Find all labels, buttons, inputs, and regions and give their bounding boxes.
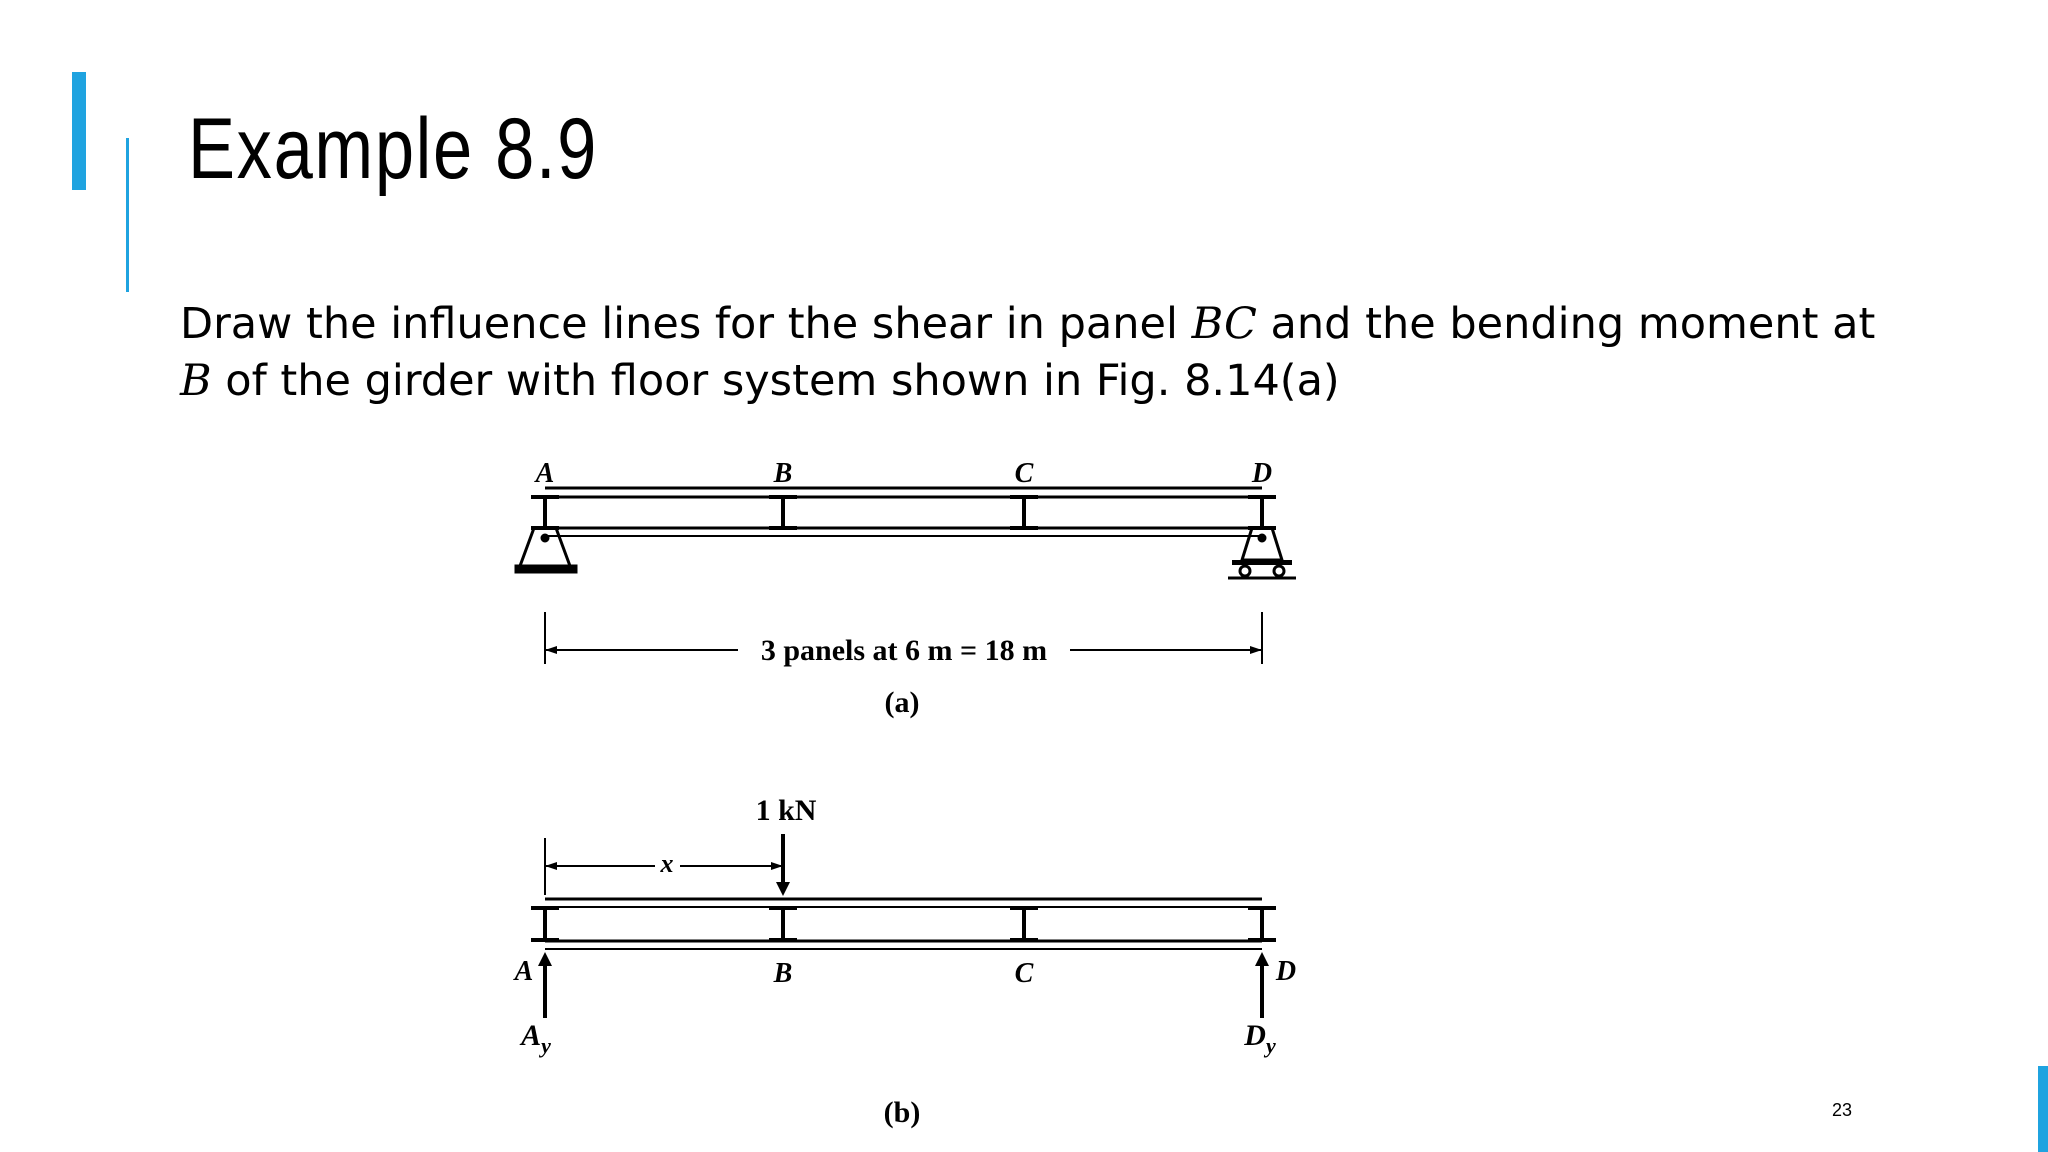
- label-b-d: D: [1275, 956, 1296, 987]
- accent-bar: [72, 72, 86, 190]
- caption-b: (b): [884, 1096, 921, 1129]
- label-b-a: A: [513, 956, 534, 987]
- problem-text-2: and the bending moment at: [1256, 299, 1876, 349]
- label-d: D: [1251, 458, 1272, 489]
- label-b-c: C: [1015, 958, 1034, 989]
- problem-text-1: Draw the influence lines for the shear i…: [180, 299, 1192, 349]
- slide-title: Example 8.9: [188, 101, 599, 197]
- load-label: 1 kN: [756, 794, 817, 827]
- label-c: C: [1015, 458, 1034, 489]
- floor-beam-d: [1248, 495, 1276, 530]
- label-b-b: B: [773, 958, 793, 989]
- reaction-label-d: Dy: [1243, 1019, 1276, 1058]
- accent-bar-corner: [2038, 1066, 2048, 1152]
- variable-b: B: [180, 356, 212, 406]
- label-a: A: [534, 458, 555, 489]
- variable-bc: BC: [1191, 299, 1257, 349]
- dimension-line: [544, 612, 1263, 664]
- accent-line: [126, 138, 129, 292]
- floor-beam-c: [1010, 495, 1038, 530]
- problem-text-3: of the girder with floor system shown in…: [211, 356, 1340, 406]
- label-b: B: [773, 458, 793, 489]
- floor-beam-b: [769, 495, 797, 530]
- floor-beam-b-b: [769, 906, 797, 942]
- slide-number: 23: [1832, 1100, 1853, 1120]
- floor-beam-b-d: [1248, 906, 1276, 942]
- x-dimension: [544, 838, 783, 895]
- pin-support-a: [514, 527, 578, 574]
- floor-beam-a: [531, 495, 559, 530]
- reaction-label-a: Ay: [519, 1019, 551, 1058]
- dimension-text: 3 panels at 6 m = 18 m: [761, 634, 1047, 667]
- caption-a: (a): [885, 686, 920, 719]
- problem-statement: Draw the influence lines for the shear i…: [180, 296, 1900, 410]
- floor-beam-b-a: [531, 906, 559, 942]
- x-label: x: [660, 849, 674, 878]
- floor-beam-b-c: [1010, 906, 1038, 942]
- roller-support-d: [1228, 527, 1296, 580]
